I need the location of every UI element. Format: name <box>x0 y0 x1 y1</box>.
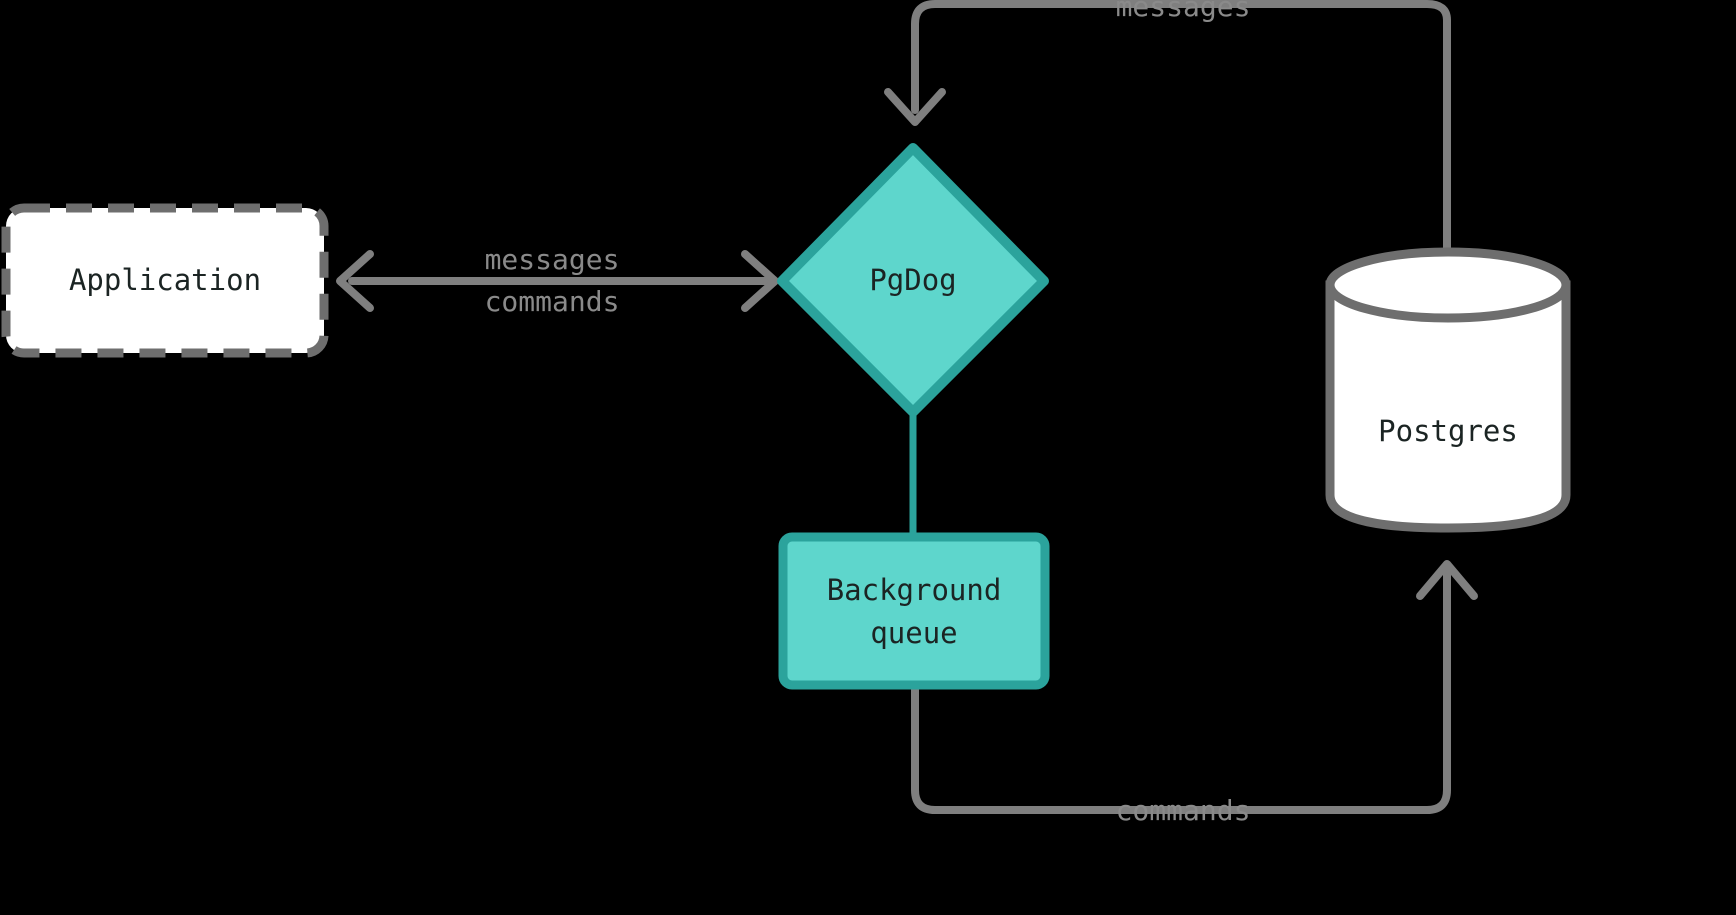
node-application[interactable]: Application <box>1 203 329 358</box>
edge-app-pgdog-arrowhead-right <box>741 250 779 312</box>
edge-label-messages-middle: messages <box>485 243 620 276</box>
node-application-label: Application <box>69 263 261 297</box>
node-pgdog-label: PgDog <box>869 263 956 297</box>
node-pgdog[interactable]: PgDog <box>777 143 1049 417</box>
edge-postgres-to-pgdog-line <box>911 0 1451 284</box>
node-postgres-label: Postgres <box>1378 414 1518 448</box>
node-background-queue[interactable]: Background queue <box>778 532 1050 690</box>
node-postgres[interactable]: Postgres <box>1325 247 1571 533</box>
edge-postgres-to-pgdog-arrowhead <box>884 88 946 126</box>
node-application-shape <box>1 203 329 358</box>
edge-label-messages-top: messages <box>1116 0 1251 23</box>
node-background-queue-label-line1: Background <box>827 573 1002 607</box>
edge-queue-to-postgres-arrowhead <box>1416 560 1478 600</box>
edge-label-commands-middle: commands <box>485 285 620 318</box>
node-postgres-top-ellipse <box>1325 247 1571 323</box>
node-background-queue-shape <box>778 532 1050 690</box>
edge-label-commands-bottom: commands <box>1116 794 1251 827</box>
node-postgres-body <box>1325 280 1571 533</box>
node-background-queue-label-line2: queue <box>870 616 957 650</box>
edge-app-pgdog-arrowhead-left <box>336 250 374 312</box>
edge-queue-to-postgres-line <box>911 566 1451 814</box>
node-pgdog-shape <box>777 143 1049 417</box>
